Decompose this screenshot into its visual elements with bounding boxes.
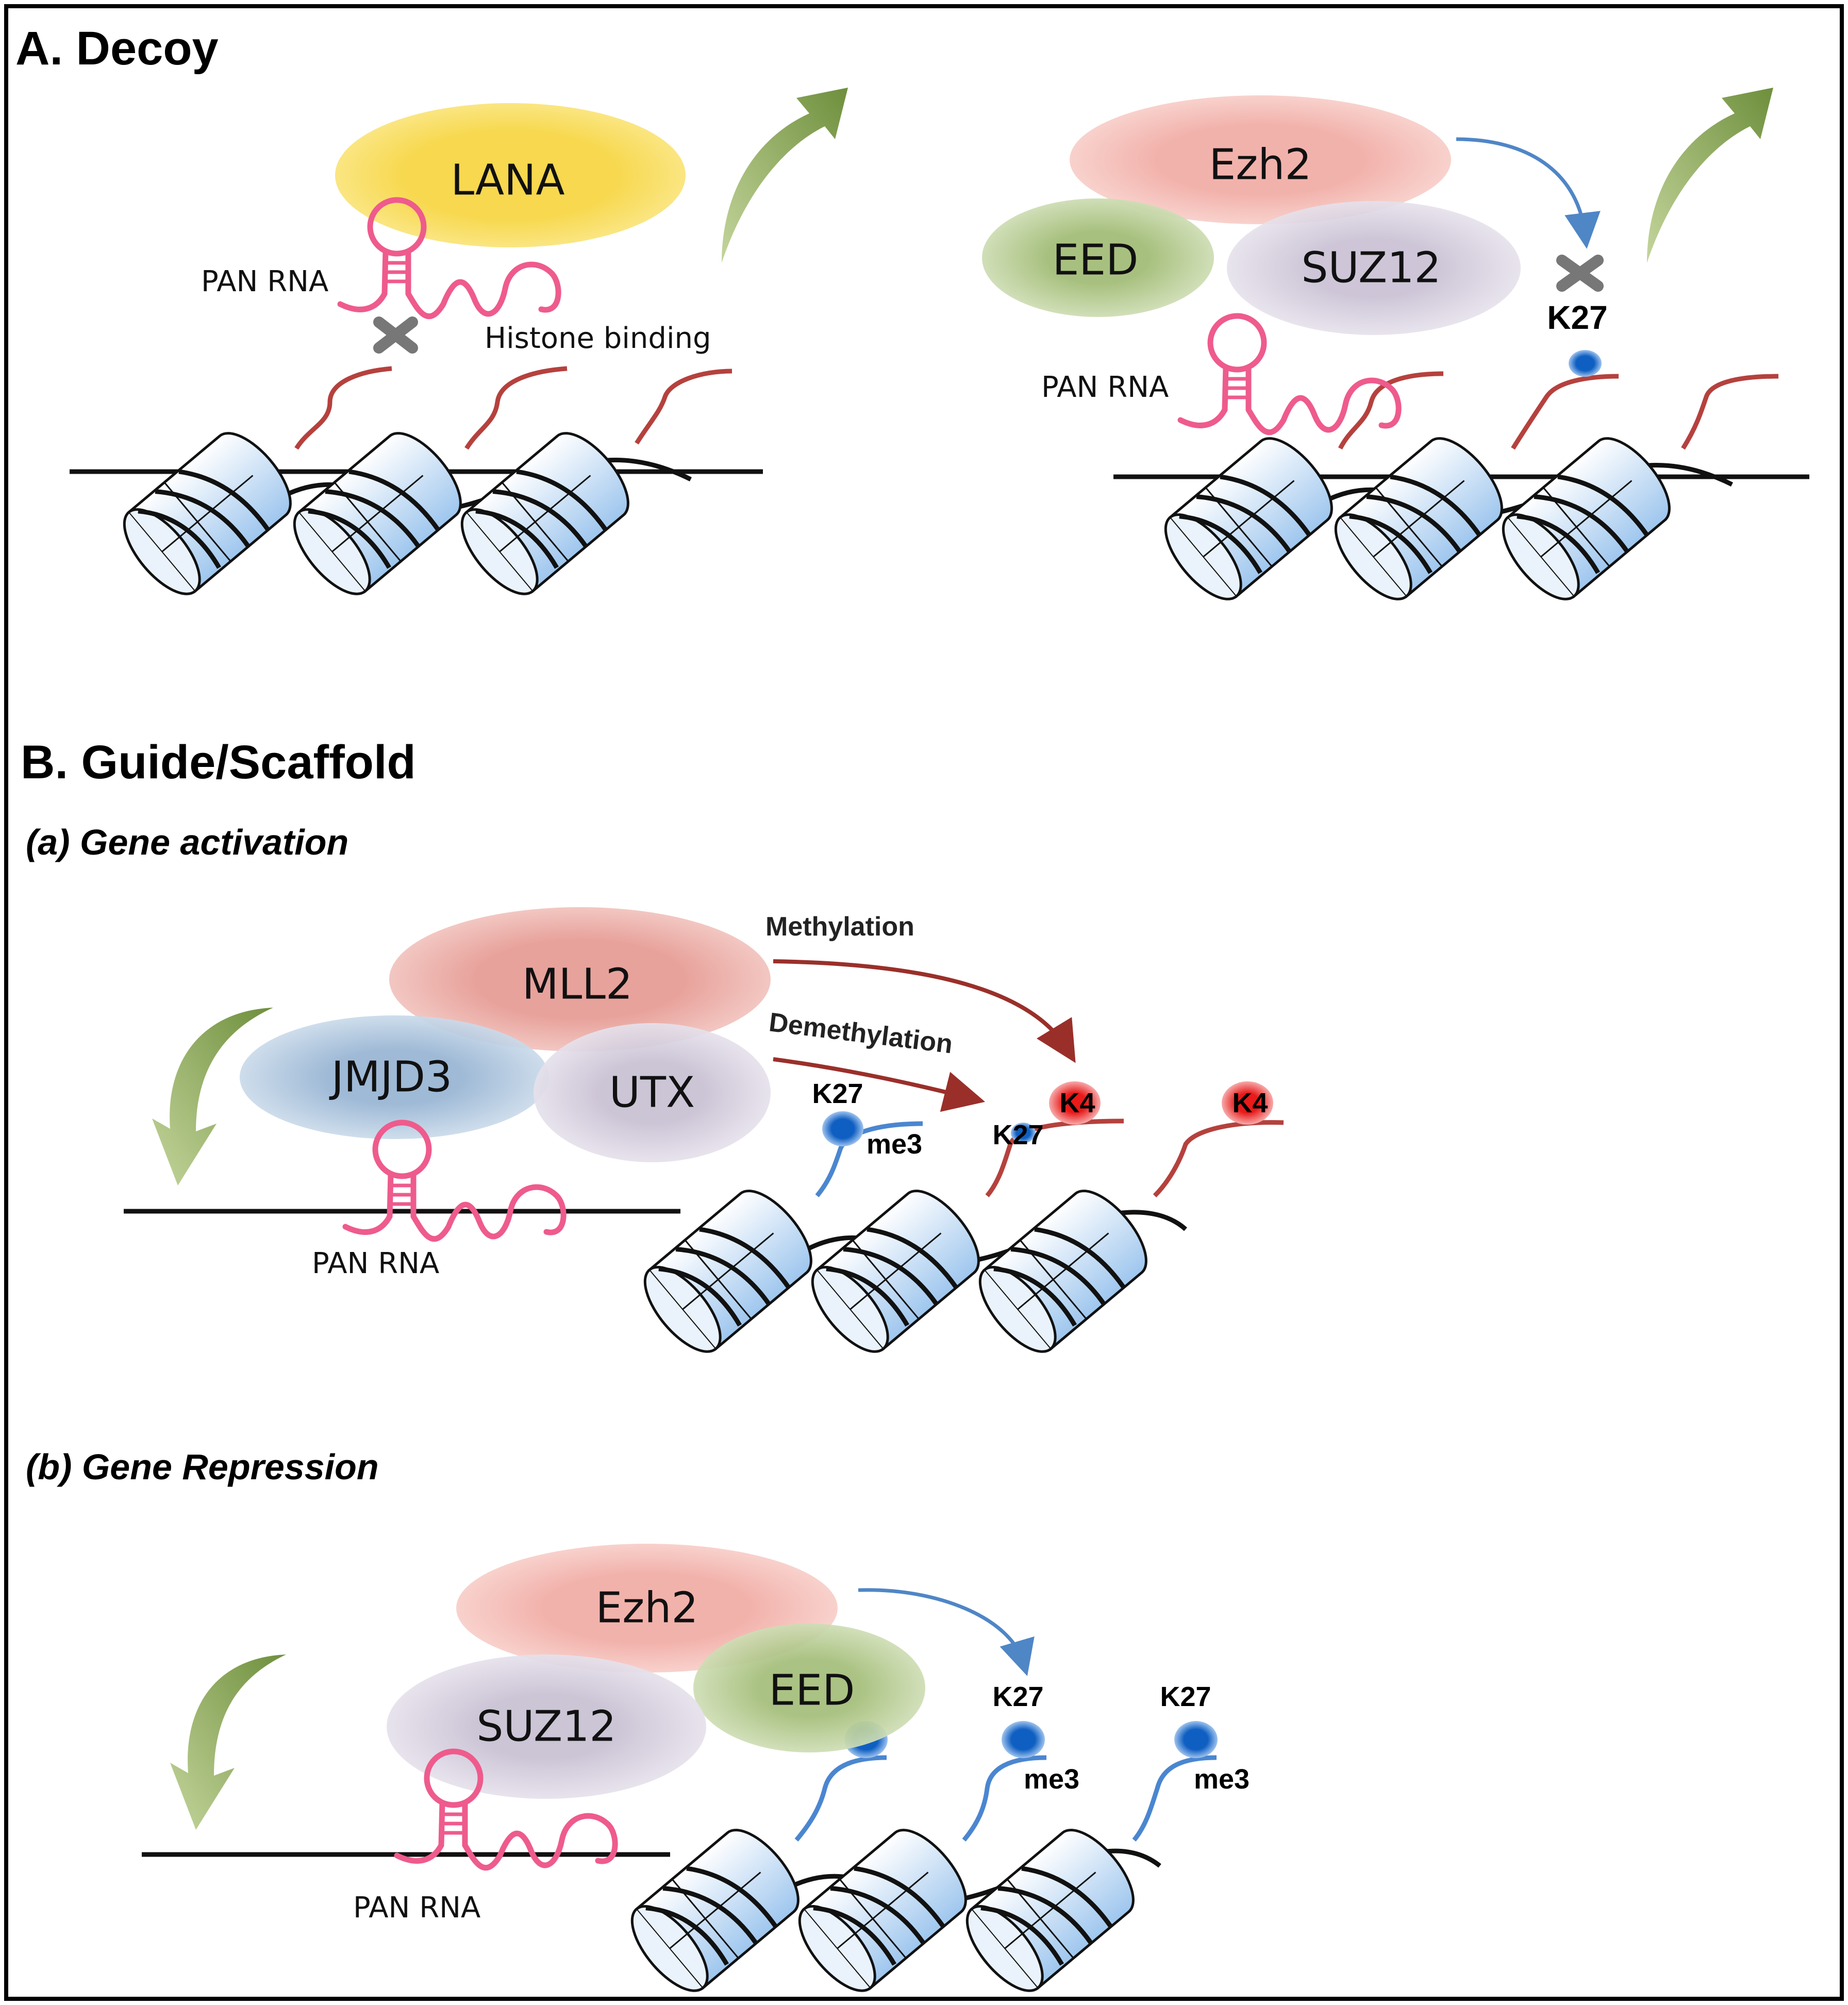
figure-frame [4, 4, 1844, 2001]
histone-tail-blue [1132, 1755, 1217, 1842]
nucleosome [111, 421, 304, 606]
lana-label: LANA [451, 156, 564, 205]
pan-rna-label: PAN RNA [353, 1891, 480, 1925]
blocked-x-icon [1556, 255, 1604, 292]
methylation-label: Methylation [765, 912, 914, 942]
methylation-arrow [773, 959, 1076, 1063]
pan-rna-label: PAN RNA [201, 265, 328, 298]
eed-label: EED [1053, 236, 1139, 285]
suz12-protein [1227, 201, 1521, 335]
k4-mark [1049, 1081, 1101, 1125]
nucleosome [619, 1818, 811, 2003]
histone-tail-blue [815, 1121, 923, 1197]
utx-protein [534, 1023, 771, 1162]
lana-protein [335, 103, 686, 247]
histone-tail [1511, 374, 1619, 450]
panel-b-title: B. Guide/Scaffold [21, 736, 416, 789]
nucleosome [448, 421, 641, 606]
histone-binding-label: Histone binding [485, 322, 711, 355]
activation-subtitle: (a) Gene activation [26, 822, 348, 862]
k4-mark [1222, 1081, 1273, 1125]
pan-rna-label: PAN RNA [312, 1247, 439, 1280]
activation-group: K27 me3 K27 K4 K4 MLL2 JMJD3 UTX PAN RNA… [124, 907, 1284, 1364]
nucleosome [1152, 426, 1345, 611]
suz12-label: SUZ12 [476, 1702, 616, 1751]
down-green-arrow-icon [170, 1655, 286, 1830]
suz12-label: SUZ12 [1301, 244, 1441, 293]
up-green-arrow-icon [1647, 88, 1773, 263]
eed-label: EED [769, 1666, 855, 1715]
me3-label: me3 [1194, 1764, 1250, 1795]
jmjd3-label: JMJD3 [329, 1053, 452, 1102]
demethylation-label: Demethylation [768, 1007, 955, 1059]
utx-label: UTX [609, 1068, 695, 1117]
histone-tail [1681, 374, 1779, 450]
k4-label: K4 [1059, 1088, 1095, 1118]
down-green-arrow-icon [152, 1008, 273, 1185]
histone-tail [464, 366, 568, 450]
blue-curved-arrow [858, 1588, 1035, 1676]
ezh2-label: Ezh2 [596, 1584, 698, 1633]
repression-group: K27 me3 K27 me3 Ezh2 SUZ12 EED PAN RNA [142, 1544, 1250, 2003]
pan-rna-label: PAN RNA [1041, 371, 1169, 404]
up-green-arrow-icon [722, 88, 848, 263]
k27-label: K27 [1160, 1681, 1211, 1712]
jmjd3-protein [240, 1015, 549, 1139]
histone-tail-blue [962, 1755, 1047, 1842]
demethylation-arrow [773, 1057, 986, 1112]
me3-label: me3 [867, 1129, 922, 1160]
nucleosome [1490, 426, 1683, 611]
k27-mark [822, 1111, 863, 1146]
k27-label: K27 [812, 1078, 863, 1109]
nucleosome [967, 1179, 1159, 1364]
eed-protein [982, 198, 1214, 317]
nucleosome [786, 1818, 979, 2003]
ezh2-protein [1070, 95, 1451, 224]
eed-protein [693, 1624, 925, 1752]
k27-mark [1002, 1721, 1045, 1758]
histone-tail [1153, 1120, 1284, 1198]
panel-a-title: A. Decoy [15, 22, 219, 75]
histone-tail [294, 366, 392, 450]
repression-subtitle: (b) Gene Repression [26, 1447, 379, 1487]
k4-label: K4 [1232, 1088, 1268, 1118]
histone-tail [635, 369, 732, 445]
k27-mark [1011, 1123, 1036, 1143]
nucleosome [799, 1179, 992, 1364]
nucleosome [1322, 426, 1515, 611]
blocked-x-icon [373, 316, 418, 354]
k27-label: K27 [992, 1681, 1043, 1712]
k27-label: K27 [1547, 299, 1607, 336]
suz12-protein [387, 1655, 706, 1799]
blue-curved-arrow [1456, 137, 1601, 249]
decoy-prc2-group: Ezh2 EED SUZ12 PAN RNA K27 [982, 88, 1809, 611]
me3-label: me3 [1024, 1764, 1079, 1795]
nucleosome [631, 1179, 824, 1364]
mll2-protein [389, 907, 771, 1051]
decoy-lana-group: LANA PAN RNA Histone binding [70, 88, 848, 606]
ezh2-label: Ezh2 [1209, 141, 1312, 190]
pan-rna [345, 1123, 563, 1239]
nucleosome [281, 421, 474, 606]
k27-label: K27 [992, 1120, 1043, 1150]
nucleosome [954, 1818, 1146, 2003]
k27-mark [1569, 350, 1602, 377]
mll2-label: MLL2 [522, 960, 632, 1009]
k27-mark [1174, 1721, 1218, 1758]
histone-tail [1338, 371, 1444, 450]
histone-tail-blue [794, 1755, 887, 1842]
